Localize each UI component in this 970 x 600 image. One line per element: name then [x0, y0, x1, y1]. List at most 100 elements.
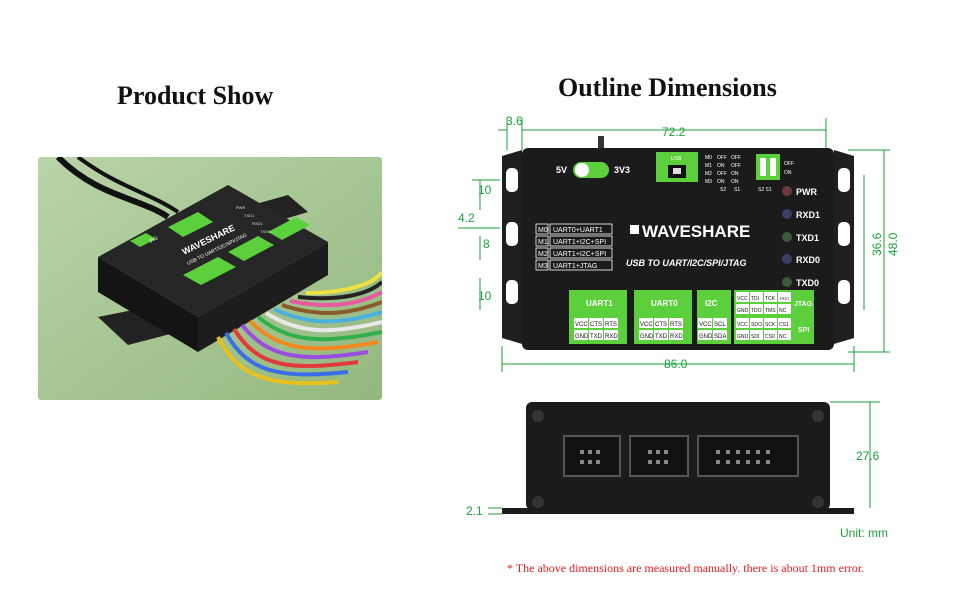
mode-table-m3: M3 — [705, 179, 712, 185]
pin-label: NC — [779, 334, 787, 340]
mode-m1-desc: UART1+I2C+SPI — [553, 239, 606, 246]
dim-left-10a: 10 — [478, 183, 492, 197]
connector-uart1 — [563, 435, 621, 477]
unit-label: Unit: mm — [840, 526, 888, 540]
dip-switch — [756, 154, 780, 180]
dim-height-inner: 36.6 — [870, 232, 884, 256]
pin-label: GND — [575, 334, 589, 340]
board-subtitle: USB TO UART/I2C/SPI/JTAG — [626, 258, 747, 268]
led-rxd0-icon — [782, 254, 792, 264]
pin-label: RXD — [670, 334, 683, 340]
port-uart1-label: UART1 — [586, 299, 613, 308]
port-spi-label: SPI — [798, 327, 809, 334]
pin-label: GND — [737, 334, 749, 340]
outline-dimensions-title: Outline Dimensions — [558, 73, 777, 102]
pin-label: RTS — [605, 322, 617, 328]
mode-m0: M0 — [538, 227, 548, 234]
product-photo: WAVESHARE USB TO UART/I2C/SPI/JTAG 3V3 P… — [38, 157, 382, 400]
pin-label: CS1 — [779, 322, 789, 328]
mode-table-cell: ON — [717, 163, 725, 169]
led-txd1-label: TXD1 — [796, 233, 819, 243]
pin-label: TXD — [655, 334, 668, 340]
led-txd0-icon — [782, 277, 792, 287]
pin-label: TMS — [765, 308, 776, 314]
photo-led-label: PWR — [236, 205, 245, 210]
mode-table-cell: ON — [731, 171, 739, 177]
pin-label: RTS — [670, 322, 682, 328]
mode-table-cell: OFF — [717, 155, 727, 161]
mode-m3-desc: UART1+JTAG — [553, 263, 597, 270]
dim-left-10b: 10 — [478, 289, 492, 303]
board-brand: WAVESHARE — [642, 222, 750, 241]
mode-table-cell: OFF — [731, 155, 741, 161]
pin-label: SDO — [751, 322, 762, 328]
mode-m2: M2 — [538, 251, 548, 258]
product-show-title: Product Show — [117, 81, 274, 110]
power-5v-label: 5V — [556, 165, 567, 175]
dim-top-offset: 3.6 — [506, 114, 523, 128]
waveshare-logo-icon — [630, 225, 639, 234]
usb-port-icon — [673, 168, 681, 174]
pin-label: VCC — [737, 296, 748, 302]
port-uart0-label: UART0 — [651, 299, 678, 308]
dim-side-height: 27.6 — [856, 449, 880, 463]
pin-label: GND — [699, 334, 713, 340]
pin-label: CTS — [655, 322, 667, 328]
pin-label: CTS — [590, 322, 602, 328]
dim-left-8: 8 — [483, 237, 490, 251]
power-3v3-label: 3V3 — [614, 165, 630, 175]
pin-label: NC — [779, 308, 787, 314]
pin-label: VCC — [699, 322, 712, 328]
photo-led-label: TXD1 — [244, 213, 255, 218]
mode-table-cell: OFF — [731, 163, 741, 169]
led-pwr-icon — [782, 186, 792, 196]
mode-table-cell: ON — [731, 179, 739, 185]
pin-label: VCC — [575, 322, 588, 328]
usb-label: USB — [671, 156, 682, 162]
pin-label: GND — [640, 334, 654, 340]
pin-label: VCC — [640, 322, 653, 328]
power-switch — [575, 163, 589, 177]
dip-off-label: OFF — [784, 161, 794, 167]
led-pwr-label: PWR — [796, 187, 817, 197]
dim-width-total: 86.0 — [664, 357, 688, 371]
measurement-note: * The above dimensions are measured manu… — [507, 561, 865, 575]
mode-table-m0: M0 — [705, 155, 712, 161]
mode-table-col-s1: S1 — [734, 187, 740, 193]
pin-label: TDI — [751, 296, 759, 302]
mode-m3: M3 — [538, 263, 548, 270]
led-rxd1-icon — [782, 209, 792, 219]
led-txd0-label: TXD0 — [796, 278, 819, 288]
pin-label: SDI — [751, 334, 759, 340]
pin-label: SDA — [714, 334, 726, 340]
photo-voltage: 3V3 — [148, 235, 159, 244]
connector-uart0 — [629, 435, 689, 477]
mode-table-m1: M1 — [705, 163, 712, 169]
mode-table-cell: ON — [717, 179, 725, 185]
pin-label: TXD — [590, 334, 603, 340]
mode-m0-desc: UART0+UART1 — [553, 227, 603, 234]
pin-label: TCK — [765, 296, 776, 302]
connector-jtag-spi — [697, 435, 799, 477]
led-rxd0-label: RXD0 — [796, 255, 820, 265]
pin-label: VCC — [737, 322, 748, 328]
dim-left-4-2: 4.2 — [458, 211, 475, 225]
dip-bottom-label: S2 S1 — [758, 187, 772, 193]
port-i2c-label: I2C — [705, 299, 718, 308]
photo-led-label: RXD1 — [252, 221, 263, 226]
pin-label: SCL — [714, 322, 726, 328]
mode-table-cell: OFF — [717, 171, 727, 177]
mode-m1: M1 — [538, 239, 548, 246]
photo-led-label: TXD0 — [260, 229, 271, 234]
pin-label: TRST — [779, 296, 790, 301]
mode-m2-desc: UART1+I2C+SPI — [553, 251, 606, 258]
dim-side-flange: 2.1 — [466, 504, 483, 518]
mode-table-col-s2: S2 — [720, 187, 726, 193]
pin-label: CS0 — [765, 334, 775, 340]
led-txd1-icon — [782, 232, 792, 242]
mode-table-m2: M2 — [705, 171, 712, 177]
pin-label: TDO — [751, 308, 762, 314]
dim-width-inner: 72.2 — [662, 125, 686, 139]
dip-on-label: ON — [784, 170, 792, 176]
pin-label: SCK — [765, 322, 776, 328]
